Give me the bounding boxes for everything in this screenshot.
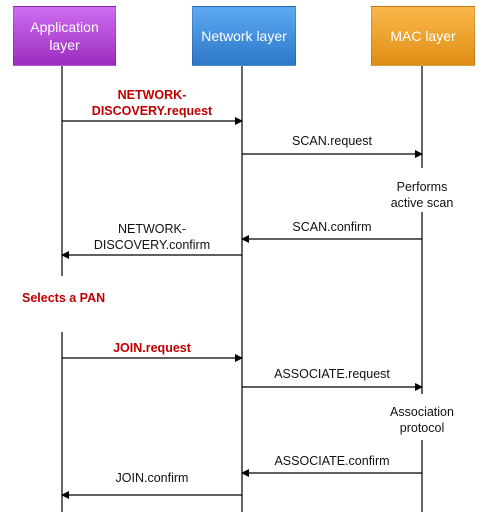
join-confirm-label: JOIN.confirm bbox=[115, 471, 189, 485]
associate-request-label: ASSOCIATE.request bbox=[274, 367, 390, 381]
mac-layer-box: MAC layer bbox=[371, 6, 475, 66]
network-layer-box: Network layer bbox=[192, 6, 296, 66]
network-discovery-request-label: NETWORK- DISCOVERY.request bbox=[91, 88, 213, 118]
network-discovery-confirm-label: NETWORK- DISCOVERY.confirm bbox=[93, 222, 211, 252]
scan-request-label: SCAN.request bbox=[292, 134, 372, 148]
scan-confirm-label: SCAN.confirm bbox=[292, 220, 372, 234]
application-layer-box: Application layer bbox=[13, 6, 116, 66]
join-request-label: JOIN.request bbox=[113, 341, 191, 355]
performs-active-scan-note: Performs active scan bbox=[390, 180, 454, 210]
selects-a-pan-note: Selects a PAN bbox=[22, 291, 106, 305]
association-protocol-note: Association protocol bbox=[390, 405, 454, 435]
associate-confirm-label: ASSOCIATE.confirm bbox=[274, 454, 390, 468]
